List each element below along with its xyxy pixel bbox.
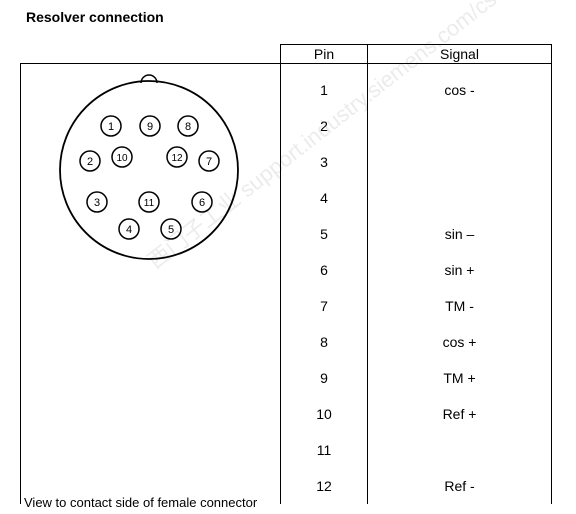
pin-number: 4 — [320, 190, 328, 206]
connector-pin-contact — [198, 150, 220, 172]
connector-pin-contact — [139, 115, 161, 137]
connector-key — [140, 74, 158, 84]
page-title: Resolver connection — [26, 9, 164, 25]
pin-number: 12 — [316, 478, 332, 494]
pin-number: 7 — [320, 298, 328, 314]
connector-pin-label: 12 — [171, 153, 183, 164]
connector-pin-contact — [100, 115, 122, 137]
connector-pin-contact — [111, 146, 133, 168]
connector-pin-label: 8 — [185, 121, 191, 133]
connector-pin-contact — [118, 218, 140, 240]
table-row: 10 Ref + — [281, 406, 551, 442]
table-border — [20, 63, 552, 64]
connector-pin-contact — [86, 191, 108, 213]
connector-pin-label: 10 — [116, 153, 128, 164]
table-row: 8 cos + — [281, 334, 551, 370]
table-border — [20, 63, 21, 504]
connector-pin-label: 1 — [108, 121, 114, 133]
signal-name: Ref - — [444, 478, 475, 494]
connector-pin-label: 5 — [168, 224, 174, 236]
table-row: 7 TM - — [281, 298, 551, 334]
connector-pin-label: 11 — [144, 198, 155, 209]
table-row: 11 — [281, 442, 551, 478]
figure-caption: View to contact side of female connector — [24, 495, 258, 510]
connector-outline — [59, 80, 239, 260]
pin-number: 6 — [320, 262, 328, 278]
pin-number: 11 — [316, 442, 332, 458]
connector-pin-contact — [177, 115, 199, 137]
header-signal: Signal — [440, 46, 479, 62]
signal-name: cos - — [444, 82, 475, 98]
table-row: 1 cos - — [281, 82, 551, 118]
signal-name: TM - — [445, 298, 474, 314]
connector-pin-label: 3 — [94, 197, 100, 209]
connector-pin-label: 7 — [206, 156, 212, 168]
table-border — [280, 44, 281, 504]
signal-name: cos + — [442, 334, 477, 350]
signal-name: TM + — [443, 370, 476, 386]
pin-number: 1 — [320, 82, 328, 98]
pin-number: 10 — [316, 406, 332, 422]
signal-name: Ref + — [442, 406, 477, 422]
connector-pin-label: 4 — [126, 224, 132, 236]
connector-pin-contact — [166, 146, 188, 168]
table-border — [367, 44, 368, 504]
connector-pin-contact — [191, 191, 213, 213]
connector-pin-contact — [79, 150, 101, 172]
header-pin: Pin — [313, 46, 335, 62]
pin-number: 3 — [320, 154, 328, 170]
table-row: 5 sin – — [281, 226, 551, 262]
connector-pin-label: 6 — [199, 197, 205, 209]
signal-name: sin – — [444, 226, 475, 242]
table-row: 4 — [281, 190, 551, 226]
table-row: 6 sin + — [281, 262, 551, 298]
connector-pin-label: 9 — [147, 121, 153, 133]
table-row: 2 — [281, 118, 551, 154]
table-border — [551, 44, 552, 504]
table-row: 3 — [281, 154, 551, 190]
table-row: 9 TM + — [281, 370, 551, 406]
pin-number: 9 — [320, 370, 328, 386]
signal-name: sin + — [444, 262, 475, 278]
pin-number: 5 — [320, 226, 328, 242]
resolver-connector-diagram: 1 9 8 2 10 12 7 3 11 6 4 5 — [59, 74, 239, 260]
table-border — [280, 44, 552, 45]
pin-number: 2 — [320, 118, 328, 134]
connector-pin-contact — [138, 191, 160, 213]
pin-number: 8 — [320, 334, 328, 350]
connector-pin-label: 2 — [87, 156, 93, 168]
table-row: 12 Ref - — [281, 478, 551, 514]
pin-signal-table: Pin Signal 1 cos - 2 3 4 5 sin – 6 sin + 7 TM - 8 co… — [20, 44, 552, 504]
connector-pin-contact — [160, 218, 182, 240]
